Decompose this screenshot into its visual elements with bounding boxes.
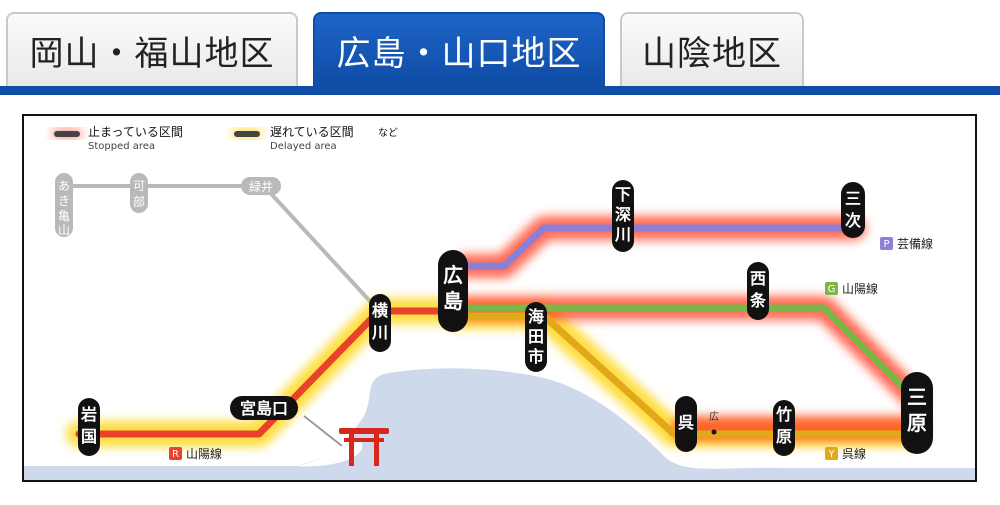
badge-sanyo-g: G 山陽線	[825, 281, 878, 296]
svg-text:横: 横	[372, 301, 389, 320]
svg-text:原: 原	[907, 411, 927, 435]
grey-stations: あ き 亀 山 可 部 緑井	[55, 173, 281, 237]
svg-text:原: 原	[776, 427, 792, 446]
torii-leader	[303, 415, 343, 447]
station-miyoshi[interactable]: 三次	[841, 182, 865, 238]
svg-text:三: 三	[907, 385, 927, 409]
svg-text:呉線: 呉線	[842, 446, 866, 461]
sanyo-line-r	[75, 307, 458, 438]
tab-okayama-fukuyama[interactable]: 岡山・福山地区	[6, 12, 298, 86]
legend-delayed-suffix: など	[378, 127, 398, 139]
legend-delayed-label: 遅れている区間	[270, 125, 354, 139]
station-kure[interactable]: 呉	[675, 396, 697, 452]
station-akiogoriyama-2: き	[58, 194, 70, 208]
badge-geibi: P 芸備線	[880, 236, 933, 251]
island-shore	[294, 437, 363, 467]
svg-text:川: 川	[614, 225, 631, 244]
svg-text:山陽線: 山陽線	[842, 281, 878, 296]
svg-text:広: 広	[443, 263, 463, 287]
legend-stopped-sub: Stopped area	[88, 141, 155, 152]
tab-sanin[interactable]: 山陰地区	[620, 12, 804, 86]
station-takehara[interactable]: 竹原	[773, 400, 795, 456]
route-status-map: 止まっている区間 Stopped area 遅れている区間 など Delayed…	[22, 114, 977, 482]
station-kaitaichi[interactable]: 海田市	[525, 302, 547, 372]
legend: 止まっている区間 Stopped area 遅れている区間 など Delayed…	[52, 125, 398, 152]
svg-text:P: P	[883, 239, 889, 250]
geibi-line	[460, 224, 858, 270]
svg-text:国: 国	[81, 427, 97, 446]
svg-text:西: 西	[750, 269, 766, 288]
svg-text:R: R	[172, 449, 179, 460]
svg-text:深: 深	[615, 205, 631, 224]
svg-text:下: 下	[615, 185, 631, 204]
torii-icon	[339, 428, 389, 466]
route-map-svg: 止まっている区間 Stopped area 遅れている区間 など Delayed…	[24, 125, 975, 480]
station-miyajimaguchi[interactable]: 宮島口	[230, 396, 298, 420]
svg-text:田: 田	[528, 327, 544, 346]
legend-delayed-sub: Delayed area	[270, 141, 337, 152]
svg-text:広: 広	[709, 410, 719, 423]
svg-text:岩: 岩	[80, 405, 97, 424]
sea-area	[24, 368, 975, 480]
svg-text:芸備線: 芸備線	[897, 236, 933, 251]
station-hiro: 広	[709, 410, 719, 435]
svg-text:G: G	[828, 284, 836, 295]
sanyo-line-g	[460, 304, 918, 402]
svg-text:竹: 竹	[775, 405, 792, 424]
badge-sanyo-r: R 山陽線	[169, 446, 222, 461]
station-mihara[interactable]: 三原	[901, 372, 933, 454]
station-kabe-1: 可	[133, 179, 145, 193]
svg-text:川: 川	[371, 323, 388, 342]
svg-text:条: 条	[749, 291, 767, 310]
station-akiogoriyama-3: 亀	[58, 209, 70, 223]
tab-hiroshima-yamaguchi[interactable]: 広島・山口地区	[313, 12, 605, 86]
svg-text:島: 島	[443, 289, 463, 313]
tab-label: 広島・山口地区	[336, 33, 582, 74]
station-hiroshima[interactable]: 広島	[438, 250, 468, 332]
line-badges: P 芸備線 G 山陽線 R 山陽線 Y 呉線	[169, 236, 933, 461]
station-akiogoriyama-4: 山	[58, 223, 70, 237]
tab-label: 山陰地区	[642, 33, 782, 74]
station-midorii: 緑井	[249, 179, 273, 194]
tab-label: 岡山・福山地区	[29, 33, 275, 74]
station-akiogoriyama-1: あ	[58, 179, 70, 193]
svg-text:市: 市	[528, 347, 544, 366]
badge-kure: Y 呉線	[825, 446, 866, 461]
tab-underline	[0, 86, 1000, 95]
area-tab-bar: 岡山・福山地区 広島・山口地区 山陰地区	[0, 0, 1000, 96]
station-shimofukawa[interactable]: 下深川	[612, 180, 634, 252]
svg-text:Y: Y	[827, 449, 835, 460]
station-yokogawa[interactable]: 横川	[369, 294, 391, 352]
svg-text:山陽線: 山陽線	[186, 446, 222, 461]
kabe-line	[64, 184, 381, 313]
station-iwakuni[interactable]: 岩国	[78, 398, 100, 456]
station-saijo[interactable]: 西条	[747, 262, 769, 320]
svg-text:次: 次	[845, 211, 861, 230]
legend-stopped-label: 止まっている区間	[88, 125, 183, 139]
svg-text:海: 海	[528, 307, 544, 326]
station-kabe-2: 部	[133, 194, 145, 209]
svg-text:三: 三	[845, 189, 861, 208]
svg-text:呉: 呉	[678, 413, 694, 432]
svg-text:宮島口: 宮島口	[240, 399, 288, 418]
